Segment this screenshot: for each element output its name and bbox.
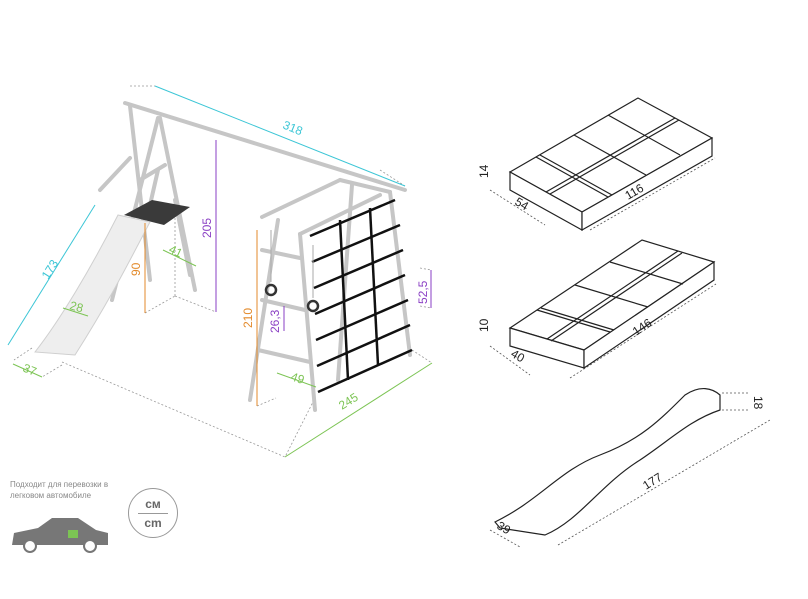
swing-frame (98, 101, 407, 302)
unit-en: cm (144, 516, 162, 530)
gym-rings (264, 230, 320, 313)
dim-210: 210 (241, 308, 255, 328)
dim-28: 28 (68, 298, 85, 315)
pkg2-width: 40 (509, 346, 528, 365)
slide-pkg-width: 39 (495, 518, 514, 537)
pkg1-height: 14 (477, 164, 491, 178)
unit-ru: см (145, 497, 161, 511)
guide-lines (13, 85, 433, 458)
package-box-2 (508, 239, 716, 370)
package-2-guides (489, 283, 717, 379)
dim-245: 245 (336, 390, 361, 413)
car-transport-note: Подходит для перевозки в легковом автомо… (10, 480, 109, 500)
dimension-lines (7, 85, 433, 458)
package-box-1 (508, 97, 714, 232)
slide-pkg-height: 18 (751, 396, 765, 410)
package-slide (494, 388, 721, 536)
climbing-net (309, 198, 413, 394)
package-1-guides (489, 157, 716, 231)
dim-205: 205 (200, 218, 214, 238)
dim-26-3: 26,3 (268, 309, 282, 333)
unit-divider (138, 513, 168, 514)
units-badge: см cm (128, 488, 178, 538)
pkg2-length: 177 (0, 0, 20, 3)
dim-37: 37 (21, 361, 39, 379)
platform (124, 200, 190, 225)
dim-318: 318 (281, 118, 305, 139)
slide-pkg-length: 177 (640, 470, 665, 493)
dim-49: 49 (289, 370, 306, 388)
car-icon (12, 518, 108, 553)
pkg1-width: 54 (513, 194, 532, 213)
dim-41: 41 (167, 242, 185, 260)
package-slide-guides (489, 392, 771, 548)
slide (34, 214, 151, 356)
dim-52-5: 52,5 (416, 280, 430, 304)
dim-173: 173 (39, 257, 62, 282)
dim-90: 90 (129, 262, 143, 276)
pkg2-height: 10 (477, 318, 491, 332)
